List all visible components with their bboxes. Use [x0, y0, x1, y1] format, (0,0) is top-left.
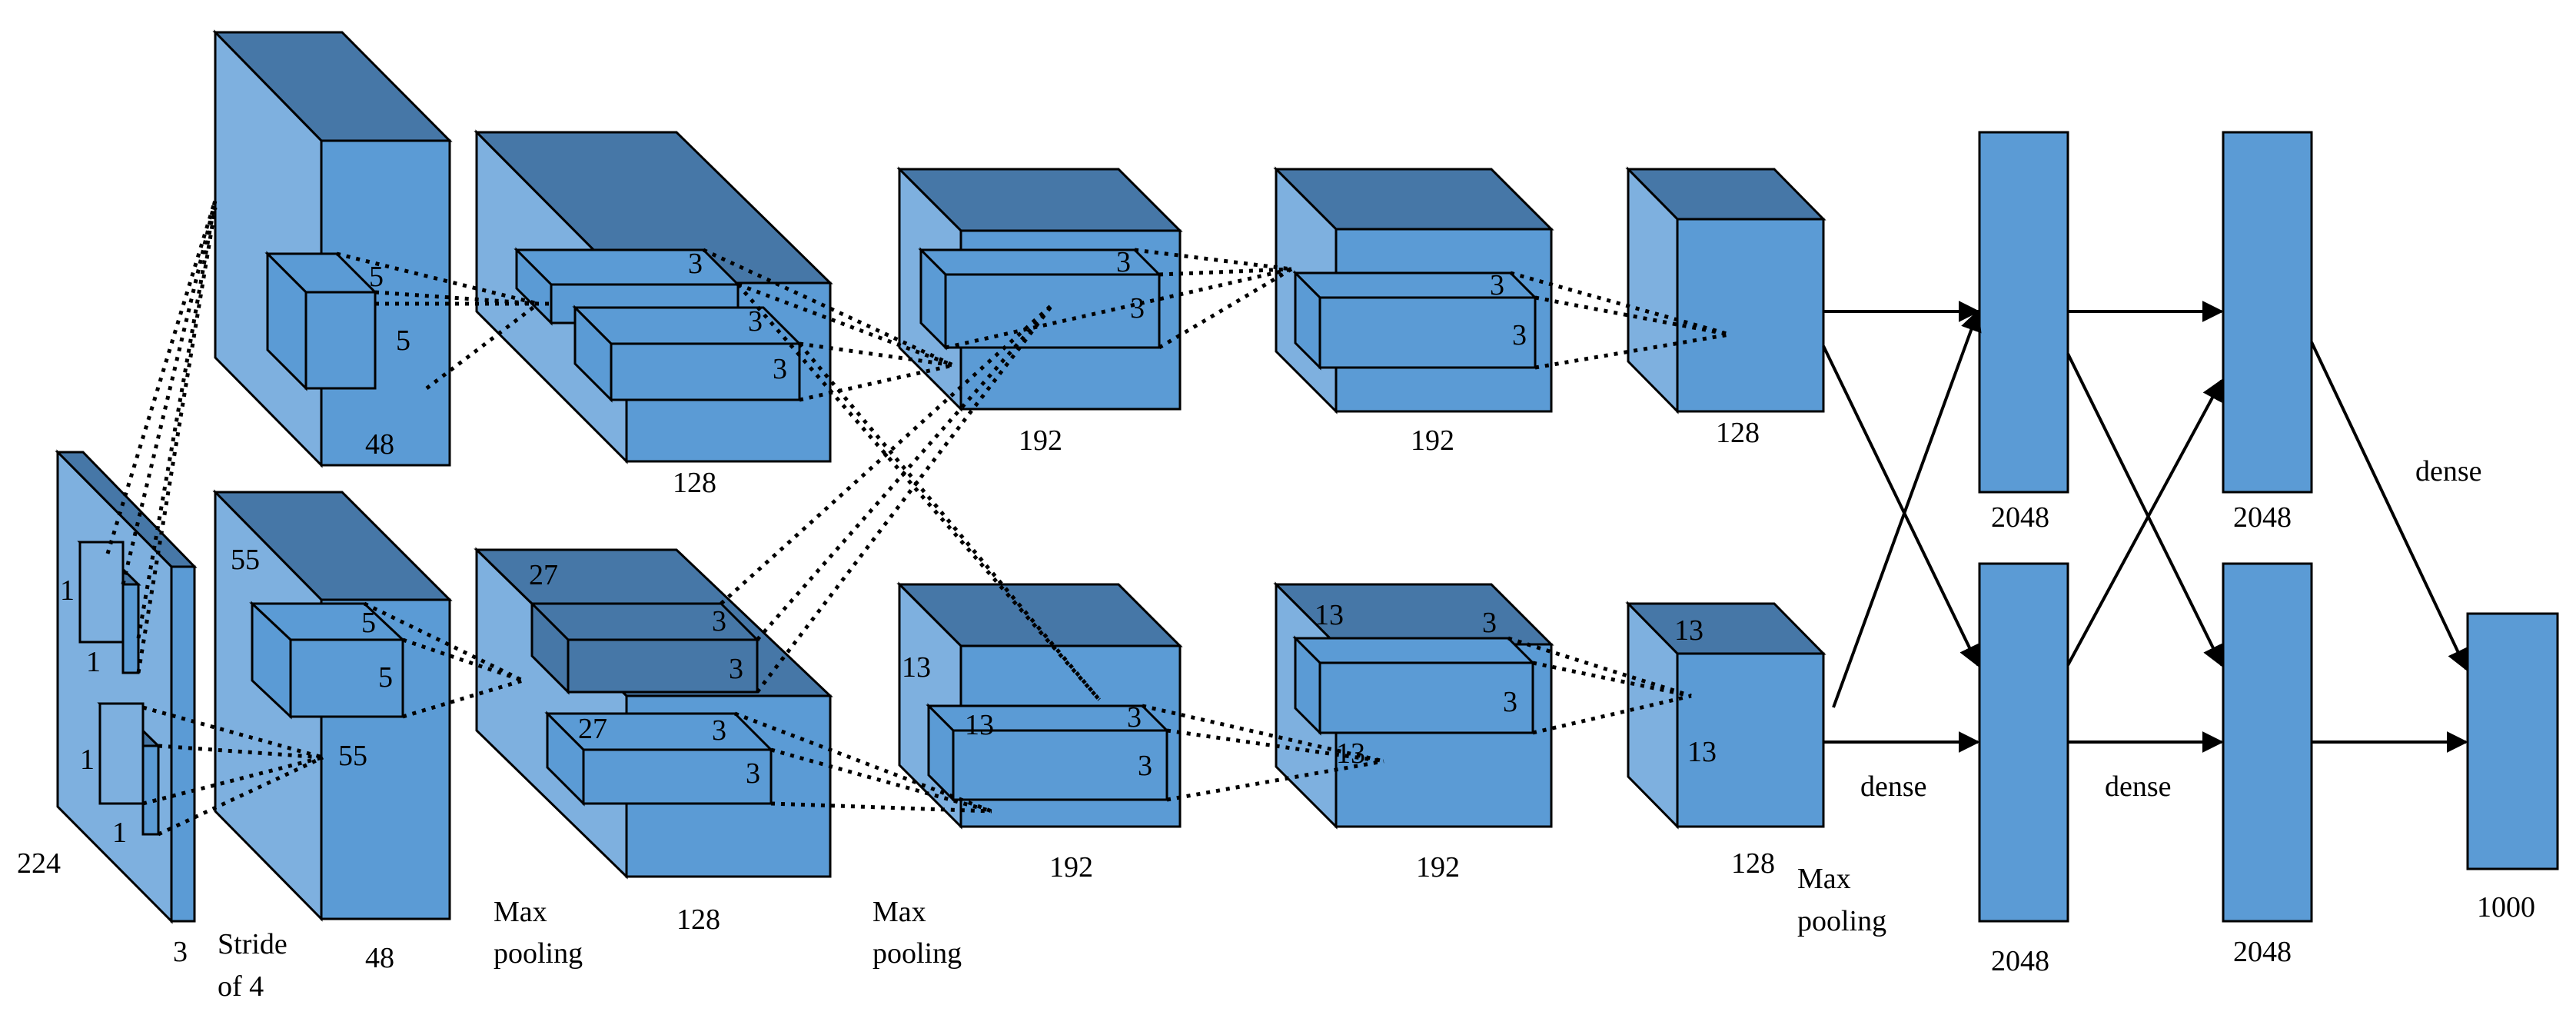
- conv1-top-kernel-label-1: 5: [369, 261, 384, 293]
- fc2-bottom-size-label: 2048: [2233, 936, 2292, 968]
- dense-layers: [1978, 131, 2559, 923]
- conv2-bottom-kernel-label-2: 3: [729, 653, 743, 685]
- stride-label-line2: of 4: [218, 970, 264, 1003]
- projection-lines: [105, 199, 1730, 837]
- conv5-top-depth-label: 128: [1716, 417, 1760, 449]
- conv5-pool-label-line1: Max: [1797, 863, 1851, 895]
- conv2-bottom-depth-label: 128: [676, 904, 720, 936]
- conv2-bottom-kernel-label-3: 3: [712, 714, 726, 747]
- conv4-bottom-kernel-label-1: 3: [1482, 607, 1497, 639]
- conv5-pool-label-line2: pooling: [1797, 905, 1886, 937]
- conv2-bottom-volume: [474, 547, 833, 880]
- fc1-bottom-size-label: 2048: [1991, 945, 2049, 977]
- conv2-top-kernel-label-1: 3: [688, 248, 703, 280]
- conv2-bottom-kernel-label-1: 3: [712, 605, 726, 637]
- conv2-pool-label-line2: pooling: [494, 937, 583, 970]
- conv3-bottom-depth-label: 192: [1049, 851, 1093, 884]
- conv1-top-volume: [212, 29, 453, 468]
- conv5-bottom-size-label-2: 13: [1687, 736, 1717, 768]
- conv2-pool-label-line1: Max: [494, 896, 547, 928]
- conv2-bottom-size-label: 27: [529, 559, 558, 591]
- conv3-bottom-size-label: 13: [902, 651, 931, 684]
- conv4-bottom-size-label: 13: [1315, 599, 1344, 631]
- output-size-label: 1000: [2477, 891, 2535, 924]
- output-bar: [2466, 612, 2559, 870]
- input-kernel-label-c: 1: [80, 744, 95, 776]
- dense-label-c: dense: [2415, 455, 2482, 488]
- conv3-top-kernel-label-1: 3: [1116, 246, 1131, 278]
- conv4-top-kernel-label-1: 3: [1490, 269, 1504, 301]
- fc2-top-bar: [2222, 131, 2313, 494]
- conv4-bottom-depth-label: 192: [1416, 851, 1460, 884]
- dense-label-a: dense: [1860, 770, 1927, 803]
- conv1-top-depth-label: 48: [365, 428, 394, 461]
- conv1-bottom-kernel-label-2: 5: [378, 661, 393, 694]
- conv3-top-depth-label: 192: [1019, 424, 1062, 457]
- conv1-bottom-size-label: 55: [231, 544, 260, 576]
- conv5-bottom-depth-label: 128: [1731, 847, 1775, 880]
- dense-label-b: dense: [2105, 770, 2172, 803]
- conv3-top-kernel-label-2: 3: [1130, 292, 1145, 324]
- conv1-bottom-volume: [212, 489, 453, 922]
- conv4-bottom-volume: [1273, 581, 1554, 830]
- fc1-top-size-label: 2048: [1991, 501, 2049, 534]
- conv4-top-kernel-label-2: 3: [1512, 319, 1527, 351]
- conv4-bottom-size-label-2: 13: [1336, 737, 1365, 770]
- conv4-top-volume: [1273, 166, 1554, 414]
- conv5-bottom-volume: [1625, 601, 1826, 830]
- conv3-pool-label-line2: pooling: [873, 937, 962, 970]
- conv1-bottom-depth-label: 48: [365, 942, 394, 974]
- conv1-bottom-kernel-label-1: 5: [361, 607, 376, 639]
- conv5-bottom-size-label: 13: [1674, 614, 1703, 647]
- conv3-pool-label-line1: Max: [873, 896, 926, 928]
- conv4-bottom-kernel-label-2: 3: [1503, 686, 1517, 718]
- input-size-label: 224: [17, 847, 61, 880]
- conv3-top-volume: [896, 166, 1183, 412]
- conv2-top-kernel-label-2: 3: [748, 305, 763, 338]
- conv3-bottom-kernel-label-2: 3: [1138, 750, 1152, 782]
- conv2-top-kernel-label-3: 3: [773, 353, 787, 385]
- stride-label-line1: Stride: [218, 928, 288, 960]
- conv2-top-volume: [474, 129, 833, 464]
- fc2-top-size-label: 2048: [2233, 501, 2292, 534]
- conv2-bottom-size-label-2: 27: [578, 713, 607, 745]
- input-kernel-label-d: 1: [112, 817, 127, 849]
- conv3-bottom-volume: [896, 581, 1183, 830]
- conv1-top-kernel-label-2: 5: [396, 324, 410, 357]
- fc1-top-bar: [1978, 131, 2069, 494]
- conv2-top-depth-label: 128: [673, 467, 716, 499]
- conv4-top-depth-label: 192: [1411, 424, 1454, 457]
- fc1-bottom-bar: [1978, 562, 2069, 923]
- conv3-bottom-size-label-2: 13: [965, 709, 994, 741]
- input-volume: [55, 449, 198, 924]
- conv1-bottom-size-label-2: 55: [338, 740, 367, 772]
- input-depth-label: 3: [173, 936, 188, 968]
- conv3-bottom-kernel-label-1: 3: [1127, 701, 1142, 734]
- input-kernel-label-b: 1: [86, 646, 101, 678]
- input-kernel-label-a: 1: [60, 574, 75, 607]
- fc2-bottom-bar: [2222, 562, 2313, 923]
- dense-connection-arrows: [1822, 301, 2468, 753]
- conv5-top-volume: [1625, 166, 1826, 414]
- conv2-bottom-kernel-label-4: 3: [746, 757, 760, 790]
